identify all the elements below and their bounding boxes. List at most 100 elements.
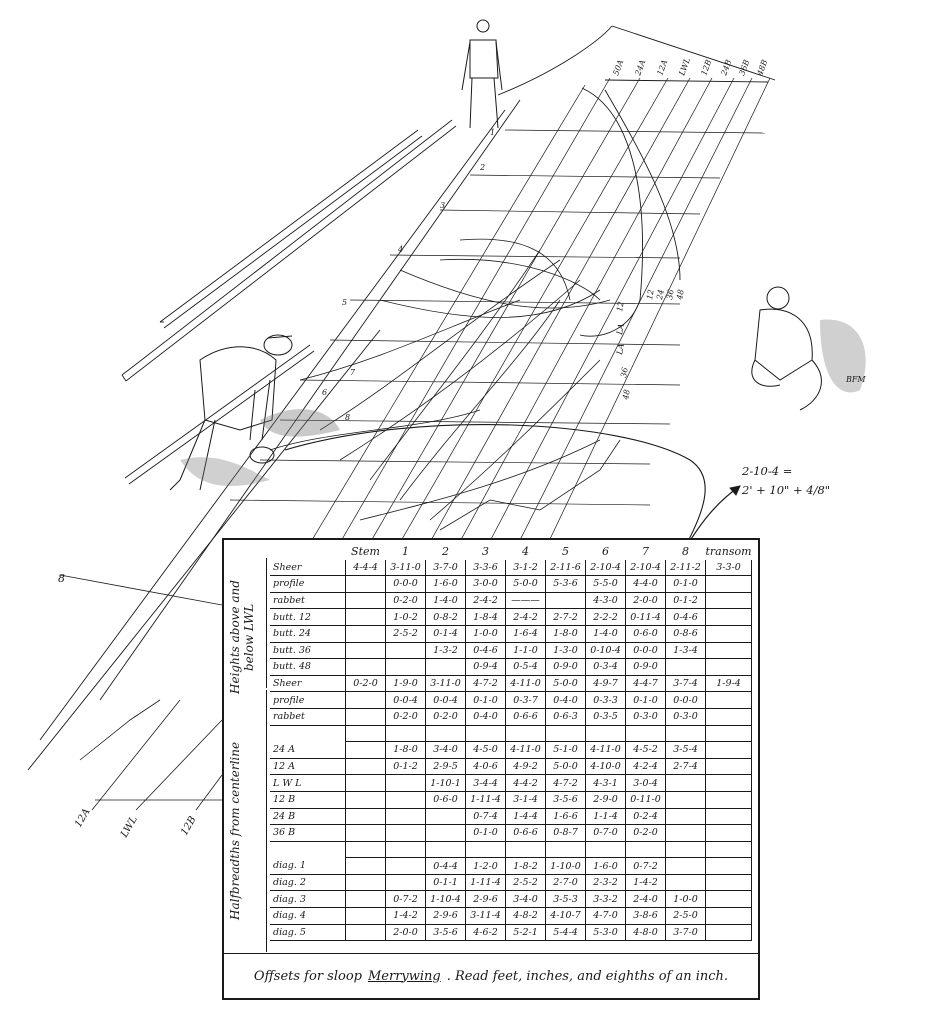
batten-loop	[284, 423, 706, 561]
offset-cell: 0-10-4	[585, 642, 626, 660]
offset-cell	[385, 642, 426, 660]
row-label: L W L	[270, 774, 346, 792]
offset-cell	[665, 658, 706, 676]
column-header: 5	[562, 545, 569, 559]
offset-cell	[345, 857, 386, 875]
callout-line-2: 2' + 10" + 4/8"	[742, 483, 831, 497]
offset-cell	[705, 774, 753, 792]
offset-cell	[625, 841, 666, 859]
offset-cell	[665, 791, 706, 809]
offset-cell	[505, 841, 546, 859]
offset-cell	[345, 791, 386, 809]
offset-cell: 4-4-2	[505, 774, 546, 792]
offset-cell: 5-0-0	[505, 575, 546, 593]
offset-cell	[345, 758, 386, 776]
offset-cell	[345, 658, 386, 676]
offset-cell: 0-6-0	[425, 791, 466, 809]
buttock-number: 48	[675, 289, 686, 302]
offset-cell: 1-10-4	[425, 890, 466, 909]
body-number: 1	[490, 128, 495, 137]
offset-cell: 2-3-2	[585, 874, 626, 892]
offset-cell: 1-4-0	[425, 592, 466, 610]
offset-cell: 4-5-0	[465, 741, 506, 759]
offset-cell: 5-0-0	[545, 758, 586, 776]
offset-cell: 0-4-4	[425, 857, 466, 875]
lower-left-lines	[59, 574, 223, 811]
offset-cell	[385, 725, 426, 743]
offset-cell	[585, 841, 626, 859]
offset-cell	[665, 874, 706, 892]
offset-cell: 4-3-0	[585, 592, 626, 610]
column-header: 7	[642, 545, 649, 559]
offset-cell: 0-7-4	[465, 808, 506, 826]
buttock-number: 36	[665, 289, 676, 301]
offset-cell: 0-9-4	[465, 658, 506, 676]
offset-cell: 3-4-0	[425, 741, 466, 759]
offset-cell: 2-10-4	[585, 559, 626, 577]
offset-cell	[345, 575, 386, 593]
offset-cell: 1-6-0	[425, 575, 466, 593]
offset-cell: 0-0-0	[385, 575, 426, 593]
row-label: Sheer	[270, 675, 346, 693]
offset-cell	[705, 808, 753, 826]
offset-cell: 3-7-0	[425, 559, 466, 577]
lower-left-label: 12A	[73, 807, 93, 830]
body-number: 5	[342, 298, 347, 307]
standing-figure	[461, 19, 503, 129]
offset-cell	[665, 725, 706, 743]
offset-cell	[345, 592, 386, 610]
offset-cell: 3-4-4	[465, 774, 506, 792]
offset-cell: 4-11-0	[505, 675, 546, 693]
buttock-number: 12	[645, 289, 656, 301]
offset-cell	[545, 592, 586, 610]
offset-cell	[385, 824, 426, 842]
row-label: diag. 1	[270, 857, 346, 875]
offset-cell: 4-4-4	[345, 559, 386, 577]
offset-cell: 0-1-2	[385, 758, 426, 776]
offset-cell: 2-0-0	[385, 924, 426, 942]
offset-cell: 1-0-0	[665, 890, 706, 909]
row-label: profile	[270, 691, 346, 709]
table-caption: Offsets for sloop Merrywing . Read feet,…	[224, 953, 758, 998]
offset-cell	[705, 907, 753, 925]
offset-cell: 5-4-4	[545, 924, 586, 942]
row-label: diag. 2	[270, 874, 346, 892]
offset-cell	[705, 592, 753, 610]
offset-cell: 4-9-7	[585, 675, 626, 693]
row-label: diag. 3	[270, 890, 346, 909]
station-tag: 36B	[737, 58, 751, 76]
offset-cell: 0-0-0	[665, 691, 706, 709]
body-number: 8	[345, 413, 350, 422]
offset-callout: 2-10-4 = 2' + 10" + 4/8"	[742, 462, 830, 500]
column-header: 8	[682, 545, 689, 559]
offset-cell: 0-2-0	[385, 592, 426, 610]
offset-cell: 0-3-0	[625, 708, 666, 726]
offset-cell: 3-3-0	[705, 559, 753, 577]
station-lines	[299, 77, 771, 561]
offset-cell: 1-6-6	[545, 808, 586, 826]
offset-cell: 2-7-4	[665, 758, 706, 776]
offset-cell	[345, 907, 386, 925]
offset-cell: 1-4-4	[505, 808, 546, 826]
offset-cell: 1-3-4	[665, 642, 706, 660]
offset-cell: 4-11-0	[505, 741, 546, 759]
lower-number: 12	[615, 301, 626, 313]
row-label: diag. 4	[270, 907, 346, 925]
offset-cell	[665, 774, 706, 792]
offset-cell: 2-5-2	[385, 625, 426, 643]
column-header: Stem	[351, 545, 380, 559]
row-label: butt. 36	[270, 642, 346, 660]
body-number: 4	[397, 245, 403, 254]
offset-cell	[345, 890, 386, 909]
offset-cell: 0-3-4	[585, 658, 626, 676]
offset-cell: 3-4-0	[505, 890, 546, 909]
body-number: 7	[350, 368, 356, 377]
offset-cell: 0-3-3	[585, 691, 626, 709]
offset-cell: 2-7-2	[545, 608, 586, 626]
